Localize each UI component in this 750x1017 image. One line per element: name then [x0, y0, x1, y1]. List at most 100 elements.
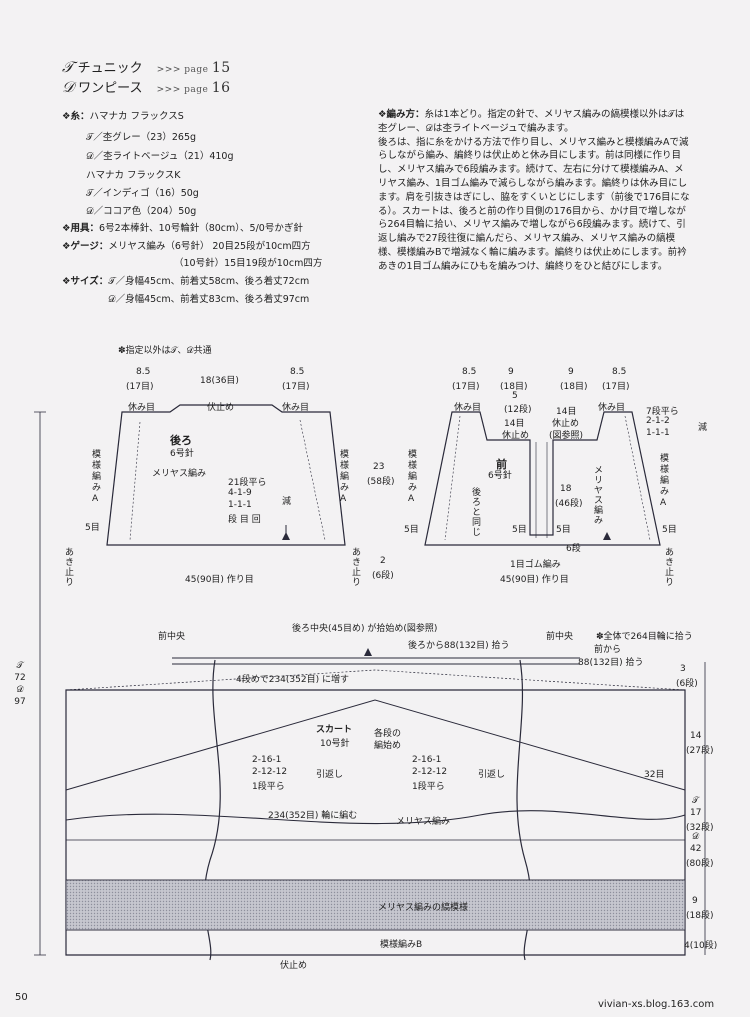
front-t1s: (17目) [452, 382, 480, 392]
tunic-page-prefix: >>> page [156, 65, 209, 75]
site-watermark: vivian-xs.blog.163.com [598, 999, 715, 1010]
skirt-stitch: メリヤス編み [396, 817, 451, 827]
back-top-right-st: (17目) [282, 382, 310, 392]
skirt-sr-r2: 2-12-12 [412, 767, 448, 777]
back-top-left: 8.5 [136, 367, 151, 377]
front-five: 5 [512, 391, 518, 401]
skirt-32: 32目 [644, 770, 665, 780]
skirt-front-center-right: 前中央 [546, 632, 574, 642]
height-23: 23 [373, 462, 385, 472]
front-cast-on: 45(90目) 作り目 [500, 575, 569, 585]
dress-page-prefix: >>> page [156, 85, 209, 95]
yarn-heading: ❖糸： [62, 111, 90, 122]
back-rest-right: 休み目 [282, 403, 310, 413]
skirt-back-center: 後ろ中央(45目め) が拾始め(図参照) [292, 624, 438, 634]
instructions-block: ❖編み方：糸は1本どり。指定の針で、メリヤス編みの縞模様以外は𝒯は杢グレー、𝒟は… [378, 108, 690, 274]
back-stitch: メリヤス編み [152, 469, 207, 479]
front-c14l-sub: 休止め [502, 431, 530, 441]
yarn-line-2: 𝒯／杢グレー（23）265g [86, 132, 197, 143]
skirt-sr-l3: 1段平ら [252, 782, 285, 792]
front-dec-b: 1-1-1 [646, 428, 670, 438]
height-23-st: (58段) [367, 477, 395, 487]
front-five-left: 5目 [404, 525, 419, 535]
tunic-mark: 𝒯 [62, 58, 74, 76]
tools-text: 6号2本棒針、10号輪針（80cm）、5/0号かぎ針 [99, 223, 303, 234]
instructions-heading: ❖編み方： [378, 109, 425, 120]
yarn-line-4: ハマナカ フラックスK [86, 170, 181, 181]
back-slit-right: あき止り [352, 548, 362, 588]
r-d: 𝒟 [692, 832, 700, 842]
front-t3s: (18目) [560, 382, 588, 392]
skirt-pick-front: 前から [594, 645, 622, 655]
front-five-center-right: 5目 [556, 525, 571, 535]
dress-page-number: 16 [211, 80, 231, 96]
side-2: 2 [380, 556, 386, 566]
size-text-2: 𝒟／身幅45cm、前着丈83cm、後ろ着丈97cm [108, 294, 310, 305]
front-dec-label: 減 [698, 423, 708, 433]
back-dec-1: 21段平ら [228, 478, 267, 488]
tunic-height: 72 [14, 673, 26, 683]
r-17: 17 [690, 808, 702, 818]
front-rest-left: 休み目 [454, 403, 482, 413]
front-five-center-left: 5目 [512, 525, 527, 535]
skirt-needle: 10号針 [320, 739, 350, 749]
back-top-right: 8.5 [290, 367, 305, 377]
stripe-band [65, 879, 686, 931]
tunic-label: チュニック [77, 61, 143, 76]
dress-page-ref: 𝒟 ワンピース >>> page 16 [62, 77, 231, 96]
r-42: 42 [690, 844, 702, 854]
char: 様 [92, 461, 102, 471]
char: A [408, 494, 415, 504]
skirt-inc-row4: 4段めで234(352目) に増す [236, 675, 349, 685]
skirt-pattern-b: 模様編みB [380, 940, 423, 950]
char: 模 [92, 450, 102, 460]
back-cast-on: 45(90目) 作り目 [185, 575, 254, 585]
front-dec-title: 7段平ら [646, 407, 679, 417]
r-3: 3 [680, 664, 686, 674]
side-2-st: (6段) [372, 571, 394, 581]
r-17s: (32段) [686, 823, 714, 833]
back-dec-2: 4-1-9 [228, 488, 252, 498]
skirt-pick-front-2: 88(132目) 拾う [578, 658, 644, 668]
instructions-p1: 糸は1本どり。指定の針で、メリヤス編みの縞模様以外は𝒯は杢グレー、𝒟は杢ライトベ… [378, 109, 685, 134]
yarn-line-3: 𝒟／杢ライトベージュ（21）410g [86, 151, 234, 162]
skirt-sr-label-right: 引返し [478, 770, 506, 780]
char: 様 [660, 465, 670, 475]
char: み [408, 483, 418, 493]
yarn-line-1: ハマナカ フラックスS [89, 111, 184, 122]
front-c14r-sub2: (図参照) [549, 431, 584, 441]
skirt-stripe: メリヤス編みの縞模様 [378, 903, 469, 913]
front-title: 前 [496, 458, 507, 471]
skirt-pick-back: 後ろから88(132目) 拾う [408, 641, 510, 651]
front-c14r-sub1: 休止め [552, 419, 580, 429]
char: 編 [408, 472, 418, 482]
char: 模 [660, 454, 670, 464]
char: A [660, 498, 667, 508]
back-dec-4: 段 目 回 [228, 515, 261, 525]
front-t2s: (18目) [500, 382, 528, 392]
char: み [660, 487, 670, 497]
r-3s: (6段) [676, 679, 698, 689]
gauge-text-1: メリヤス編み（6号針） 20目25段が10cm四方 [108, 241, 311, 252]
skirt-each-row-2: 編始め [374, 741, 402, 751]
char: 様 [340, 461, 350, 471]
char: 編 [660, 476, 670, 486]
front-dec-a: 2-1-2 [646, 416, 670, 426]
front-outline [424, 411, 661, 546]
char: 模 [408, 450, 418, 460]
r-9s: (18段) [686, 911, 714, 921]
back-title: 後ろ [170, 434, 192, 447]
tunic-mark-small: 𝒯 [16, 661, 24, 671]
front-c14r: 14目 [556, 407, 577, 417]
front-t4: 8.5 [612, 367, 627, 377]
back-top-left-st: (17目) [126, 382, 154, 392]
front-slit-right: あき止り [665, 548, 675, 588]
dress-mark: 𝒟 [62, 78, 74, 96]
front-stitch: メリヤス編み [594, 466, 604, 526]
r-42s: (80段) [686, 859, 714, 869]
front-t4s: (17目) [602, 382, 630, 392]
